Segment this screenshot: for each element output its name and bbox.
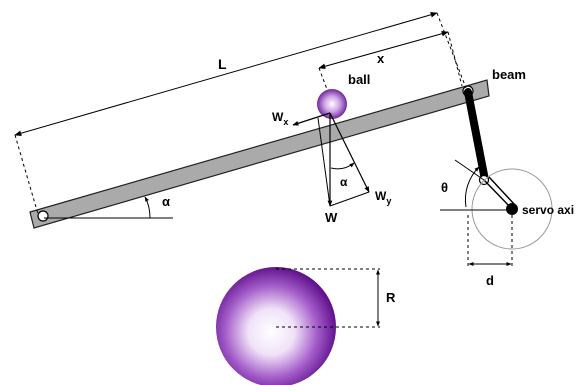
servo-axis-dot [506, 203, 518, 215]
servo-arm [483, 179, 513, 210]
wx-force-arrow [292, 112, 331, 126]
theta-arc [464, 166, 480, 208]
label-position: x [377, 51, 385, 66]
x-dimension-arrow [318, 30, 449, 70]
label-ball: ball [348, 72, 370, 87]
beam-bar [29, 79, 490, 229]
force-parallelogram [329, 191, 370, 207]
alpha-beam-arc [144, 196, 151, 219]
label-weight: W [325, 210, 338, 225]
label-wy: Wy [375, 189, 391, 206]
label-alpha-beam: α [162, 194, 170, 209]
theta-ray [454, 159, 485, 181]
label-theta: θ [441, 180, 448, 195]
connecting-rod [464, 88, 489, 184]
alpha-force-arc [330, 162, 355, 170]
label-alpha-force: α [340, 175, 348, 189]
wy-force-arrow [329, 112, 370, 193]
beam-pivot-left [37, 210, 49, 222]
label-beam: beam [492, 67, 526, 82]
servo-circle [471, 168, 553, 250]
label-servo: servo axi [522, 203, 574, 217]
ball-large [216, 267, 336, 385]
label-arm-length: d [486, 273, 494, 288]
ball-small [317, 89, 347, 119]
label-wx: Wx [272, 110, 288, 127]
label-radius: R [386, 290, 396, 305]
label-length: L [218, 56, 227, 72]
